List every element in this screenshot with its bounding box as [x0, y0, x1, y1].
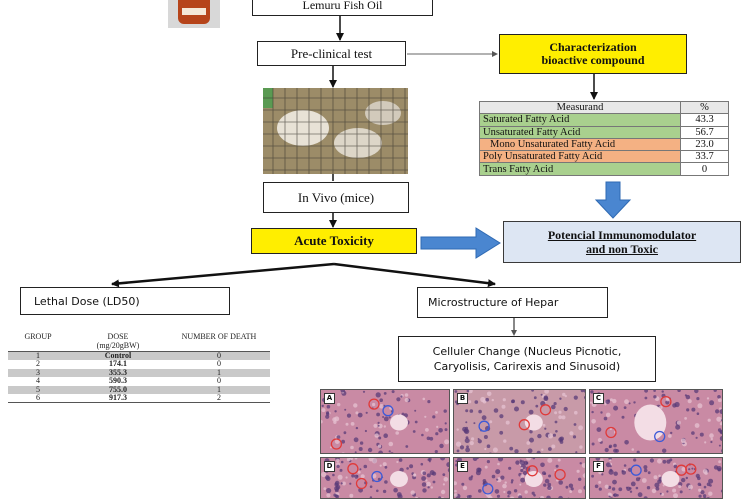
fish-oil-bottle-image — [168, 0, 220, 28]
ld50-dose-cell: 355.3 — [68, 368, 168, 377]
histology-panel-label: B — [457, 393, 468, 404]
table-row: 4 590.3 0 — [8, 377, 270, 386]
ld50-group-cell: 6 — [36, 393, 40, 402]
ld50-group-cell: 5 — [8, 385, 68, 394]
ld50-dose-cell: 917.3 — [109, 393, 127, 402]
bioactive-row-value: 23.0 — [680, 137, 729, 152]
bioactive-header-measurand: Measurand — [479, 100, 681, 115]
bioactive-row-name: Mono Unsaturated Fatty Acid — [479, 137, 681, 152]
histology-panel-c: C — [589, 389, 723, 454]
ld50-header-dose: DOSE (mg/20gBW) — [68, 331, 168, 352]
table-row: 3 355.3 1 — [8, 368, 270, 377]
lemuru-fish-oil-label: Lemuru Fish Oil — [302, 0, 383, 12]
ld50-group-cell: 2 — [36, 359, 40, 369]
characterization-label-line2: bioactive compound — [541, 53, 645, 67]
bioactive-row-value: 0 — [680, 162, 729, 176]
histology-panel-label: A — [324, 393, 335, 404]
blue-arrow-acute-to-result — [420, 227, 501, 259]
bioactive-row-name: Saturated Fatty Acid — [479, 113, 681, 127]
bioactive-row: Poly Unsaturated Fatty Acid 33.7 — [479, 150, 729, 164]
histology-panel-label: D — [324, 461, 335, 472]
ld50-group-cell: 1 — [8, 351, 68, 360]
ld50-deaths-cell: 2 — [217, 393, 221, 402]
arrow-acute-to-ld50 — [111, 262, 335, 288]
table-row: 2 174.1 0 — [8, 360, 270, 369]
ld50-deaths-cell: 1 — [168, 385, 270, 394]
acute-toxicity-label: Acute Toxicity — [294, 233, 374, 248]
result-label-line2: and non Toxic — [585, 242, 659, 256]
pre-clinical-test-label: Pre-clinical test — [290, 45, 373, 61]
table-row: 1 Control 0 — [8, 351, 270, 360]
histology-panel-b: B — [453, 389, 586, 454]
mice-cage-photo — [263, 88, 408, 174]
arrow-acute-to-microstructure — [333, 262, 496, 288]
celluler-change-line1: Celluler Change (Nucleus Picnotic, — [432, 345, 622, 358]
ld50-dose-cell: Control — [68, 351, 168, 360]
histology-panel-a: A — [320, 389, 450, 454]
celluler-change-box: Celluler Change (Nucleus Picnotic, Caryo… — [398, 336, 656, 382]
bioactive-header-percent: % — [680, 100, 729, 115]
characterization-box: Characterization bioactive compound — [499, 34, 687, 74]
mice-cage-photo-graphic — [263, 88, 408, 174]
ld50-dose-cell: 755.0 — [68, 385, 168, 394]
potencial-immunomodulator-box: Potencial Immunomodulator and non Toxic — [503, 221, 741, 263]
lethal-dose-box: Lethal Dose (LD50) — [20, 287, 230, 315]
bioactive-row-name: Poly Unsaturated Fatty Acid — [479, 150, 681, 164]
bioactive-row: Trans Fatty Acid 0 — [479, 162, 729, 176]
ld50-header-group: GROUP — [24, 332, 52, 341]
bioactive-row-value: 33.7 — [680, 150, 729, 164]
bioactive-row: Mono Unsaturated Fatty Acid 23.0 — [479, 137, 729, 152]
ld50-table-header-row: GROUP DOSE (mg/20gBW) NUMBER OF DEATH — [8, 331, 270, 352]
bioactive-table-header-row: Measurand % — [479, 100, 729, 115]
characterization-label-line1: Characterization — [549, 40, 637, 54]
histology-panel-f: F — [589, 457, 723, 499]
histology-panel-label: E — [457, 461, 468, 472]
pre-clinical-test-box: Pre-clinical test — [257, 41, 406, 66]
ld50-deaths-cell: 0 — [217, 359, 221, 369]
bioactive-row: Unsaturated Fatty Acid 56.7 — [479, 125, 729, 139]
bioactive-row-name: Trans Fatty Acid — [479, 162, 681, 176]
ld50-header-dose-unit: (mg/20gBW) — [96, 341, 140, 350]
ld50-dose-cell: 590.3 — [109, 376, 127, 386]
ld50-deaths-cell: 0 — [217, 376, 221, 386]
histology-panel-e: E — [453, 457, 586, 499]
lemuru-fish-oil-box: Lemuru Fish Oil — [252, 0, 433, 16]
ld50-group-cell: 3 — [8, 368, 68, 377]
blue-arrow-table-to-result — [594, 181, 632, 219]
microstructure-hepar-label: Microstructure of Hepar — [428, 296, 559, 309]
bioactive-row: Saturated Fatty Acid 43.3 — [479, 113, 729, 127]
acute-toxicity-box: Acute Toxicity — [251, 228, 417, 254]
ld50-header-deaths: NUMBER OF DEATH — [181, 332, 257, 341]
bioactive-row-value: 56.7 — [680, 125, 729, 139]
bioactive-compound-table: Measurand % Saturated Fatty Acid 43.3 Un… — [479, 100, 729, 176]
ld50-deaths-cell: 0 — [168, 351, 270, 360]
table-row: 6 917.3 2 — [8, 394, 270, 403]
histology-panel-c-graphic — [590, 390, 722, 453]
ld50-deaths-cell: 1 — [168, 368, 270, 377]
histology-panel-e-graphic — [454, 458, 585, 498]
ld50-group-cell: 4 — [36, 376, 40, 386]
in-vivo-box: In Vivo (mice) — [263, 182, 409, 213]
lethal-dose-label: Lethal Dose (LD50) — [34, 294, 140, 308]
histology-panel-label: F — [593, 461, 604, 472]
histology-panel-label: C — [593, 393, 604, 404]
ld50-dose-cell: 174.1 — [109, 359, 127, 369]
histology-panel-f-graphic — [590, 458, 722, 498]
result-label-line1: Potencial Immunomodulator — [547, 228, 697, 242]
histology-panel-a-graphic — [321, 390, 449, 453]
table-row: 5 755.0 1 — [8, 385, 270, 394]
bioactive-row-name: Unsaturated Fatty Acid — [479, 125, 681, 139]
ld50-table: GROUP DOSE (mg/20gBW) NUMBER OF DEATH 1 … — [8, 331, 270, 403]
ld50-header-dose-label: DOSE — [107, 332, 129, 341]
in-vivo-label: In Vivo (mice) — [297, 189, 375, 205]
celluler-change-line2: Caryolisis, Carirexis and Sinusoid) — [433, 360, 621, 373]
microstructure-hepar-box: Microstructure of Hepar — [417, 287, 608, 318]
